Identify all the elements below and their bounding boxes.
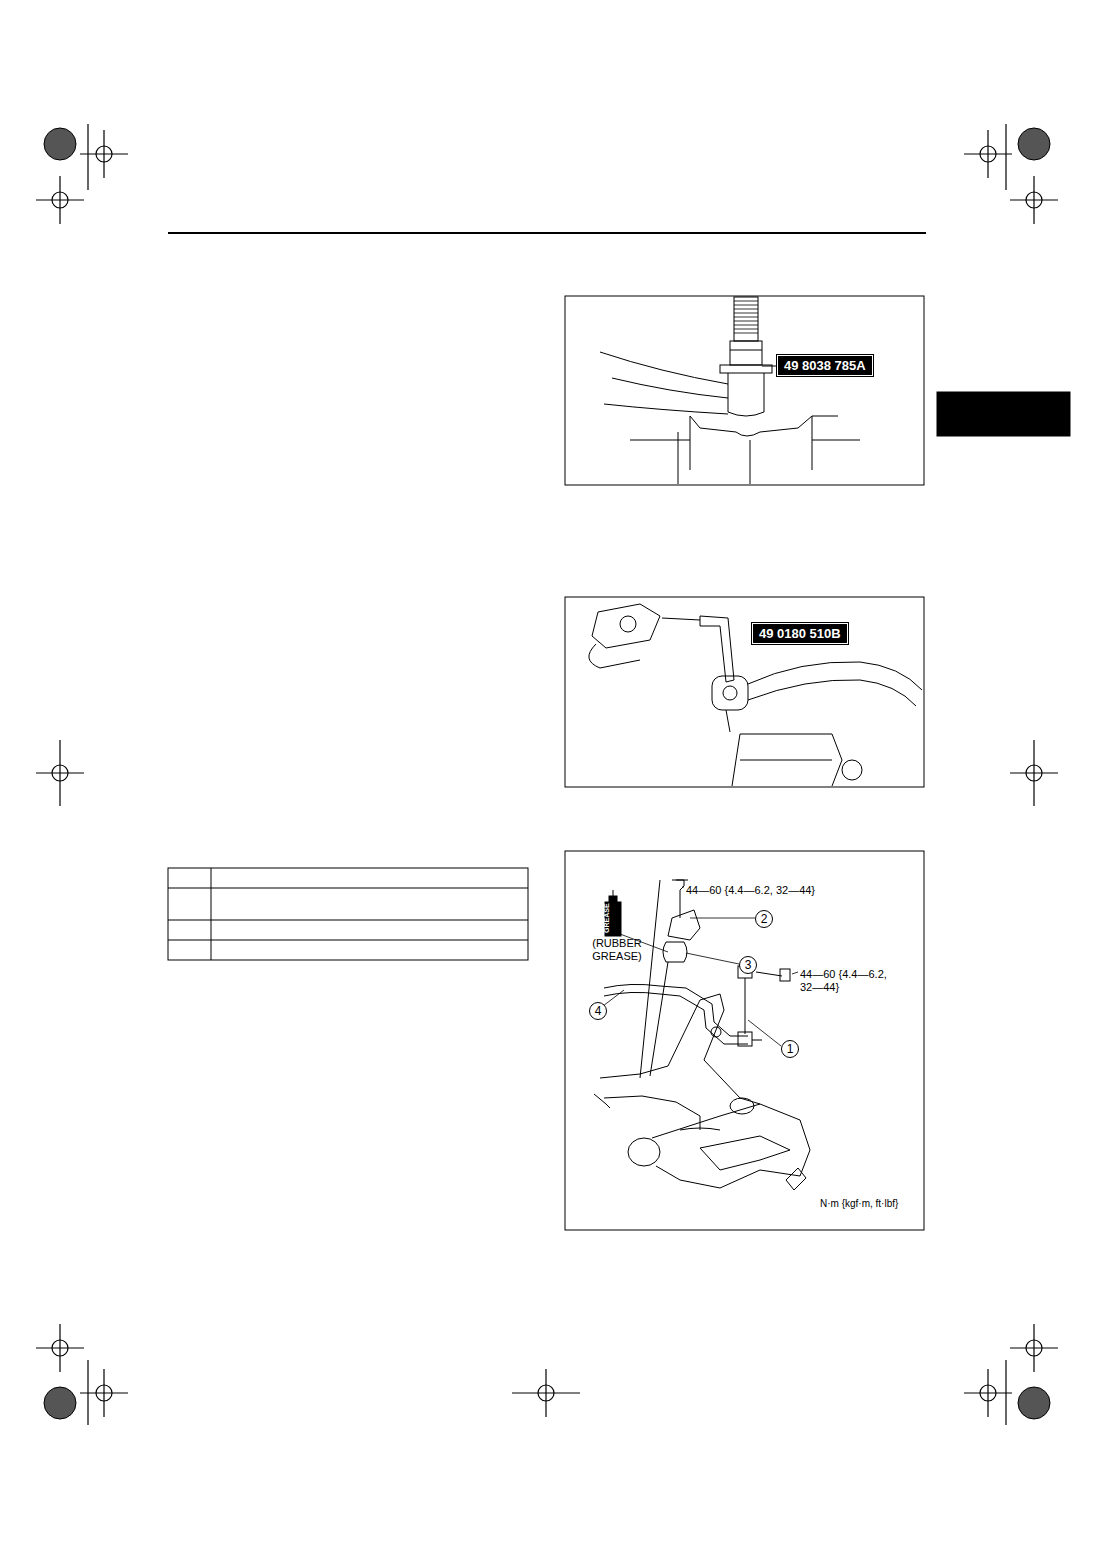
unit-note: N·m {kgf·m, ft·lbf}: [820, 1198, 898, 1210]
tool-number-box: 49 0180 510B: [752, 623, 848, 644]
tool-number: 49 0180 510B: [759, 626, 841, 641]
registration-marks: [36, 124, 1058, 1425]
section-tab: [937, 392, 1070, 436]
grease-note: (RUBBER GREASE): [584, 937, 650, 963]
gauge-illustration: [589, 604, 922, 786]
press-illustration: [600, 297, 860, 484]
callout-circle: 2: [755, 910, 773, 928]
figure-frame: [565, 597, 924, 787]
empty-table: [168, 868, 528, 960]
stabilizer-illustration: [594, 880, 810, 1190]
tool-number-box: 49 8038 785A: [777, 355, 873, 376]
callout-circle: 3: [739, 956, 757, 974]
leader-lines: [603, 887, 798, 1046]
callout-circle: 4: [589, 1002, 607, 1020]
callout-number: 2: [761, 912, 768, 926]
torque-spec: 44—60 {4.4—6.2, 32—44}: [800, 968, 896, 994]
header-rule: [168, 232, 926, 234]
tool-number: 49 8038 785A: [784, 358, 866, 373]
leader-line: [762, 366, 777, 367]
callout-circle: 1: [781, 1040, 799, 1058]
callout-number: 4: [595, 1004, 602, 1018]
torque-spec: 44—60 {4.4—6.2, 32—44}: [686, 884, 815, 897]
figure-frame: [565, 851, 924, 1230]
callout-number: 3: [745, 958, 752, 972]
figure-frame: [565, 296, 924, 485]
can-label: GREASE: [603, 903, 611, 933]
callout-number: 1: [787, 1042, 794, 1056]
